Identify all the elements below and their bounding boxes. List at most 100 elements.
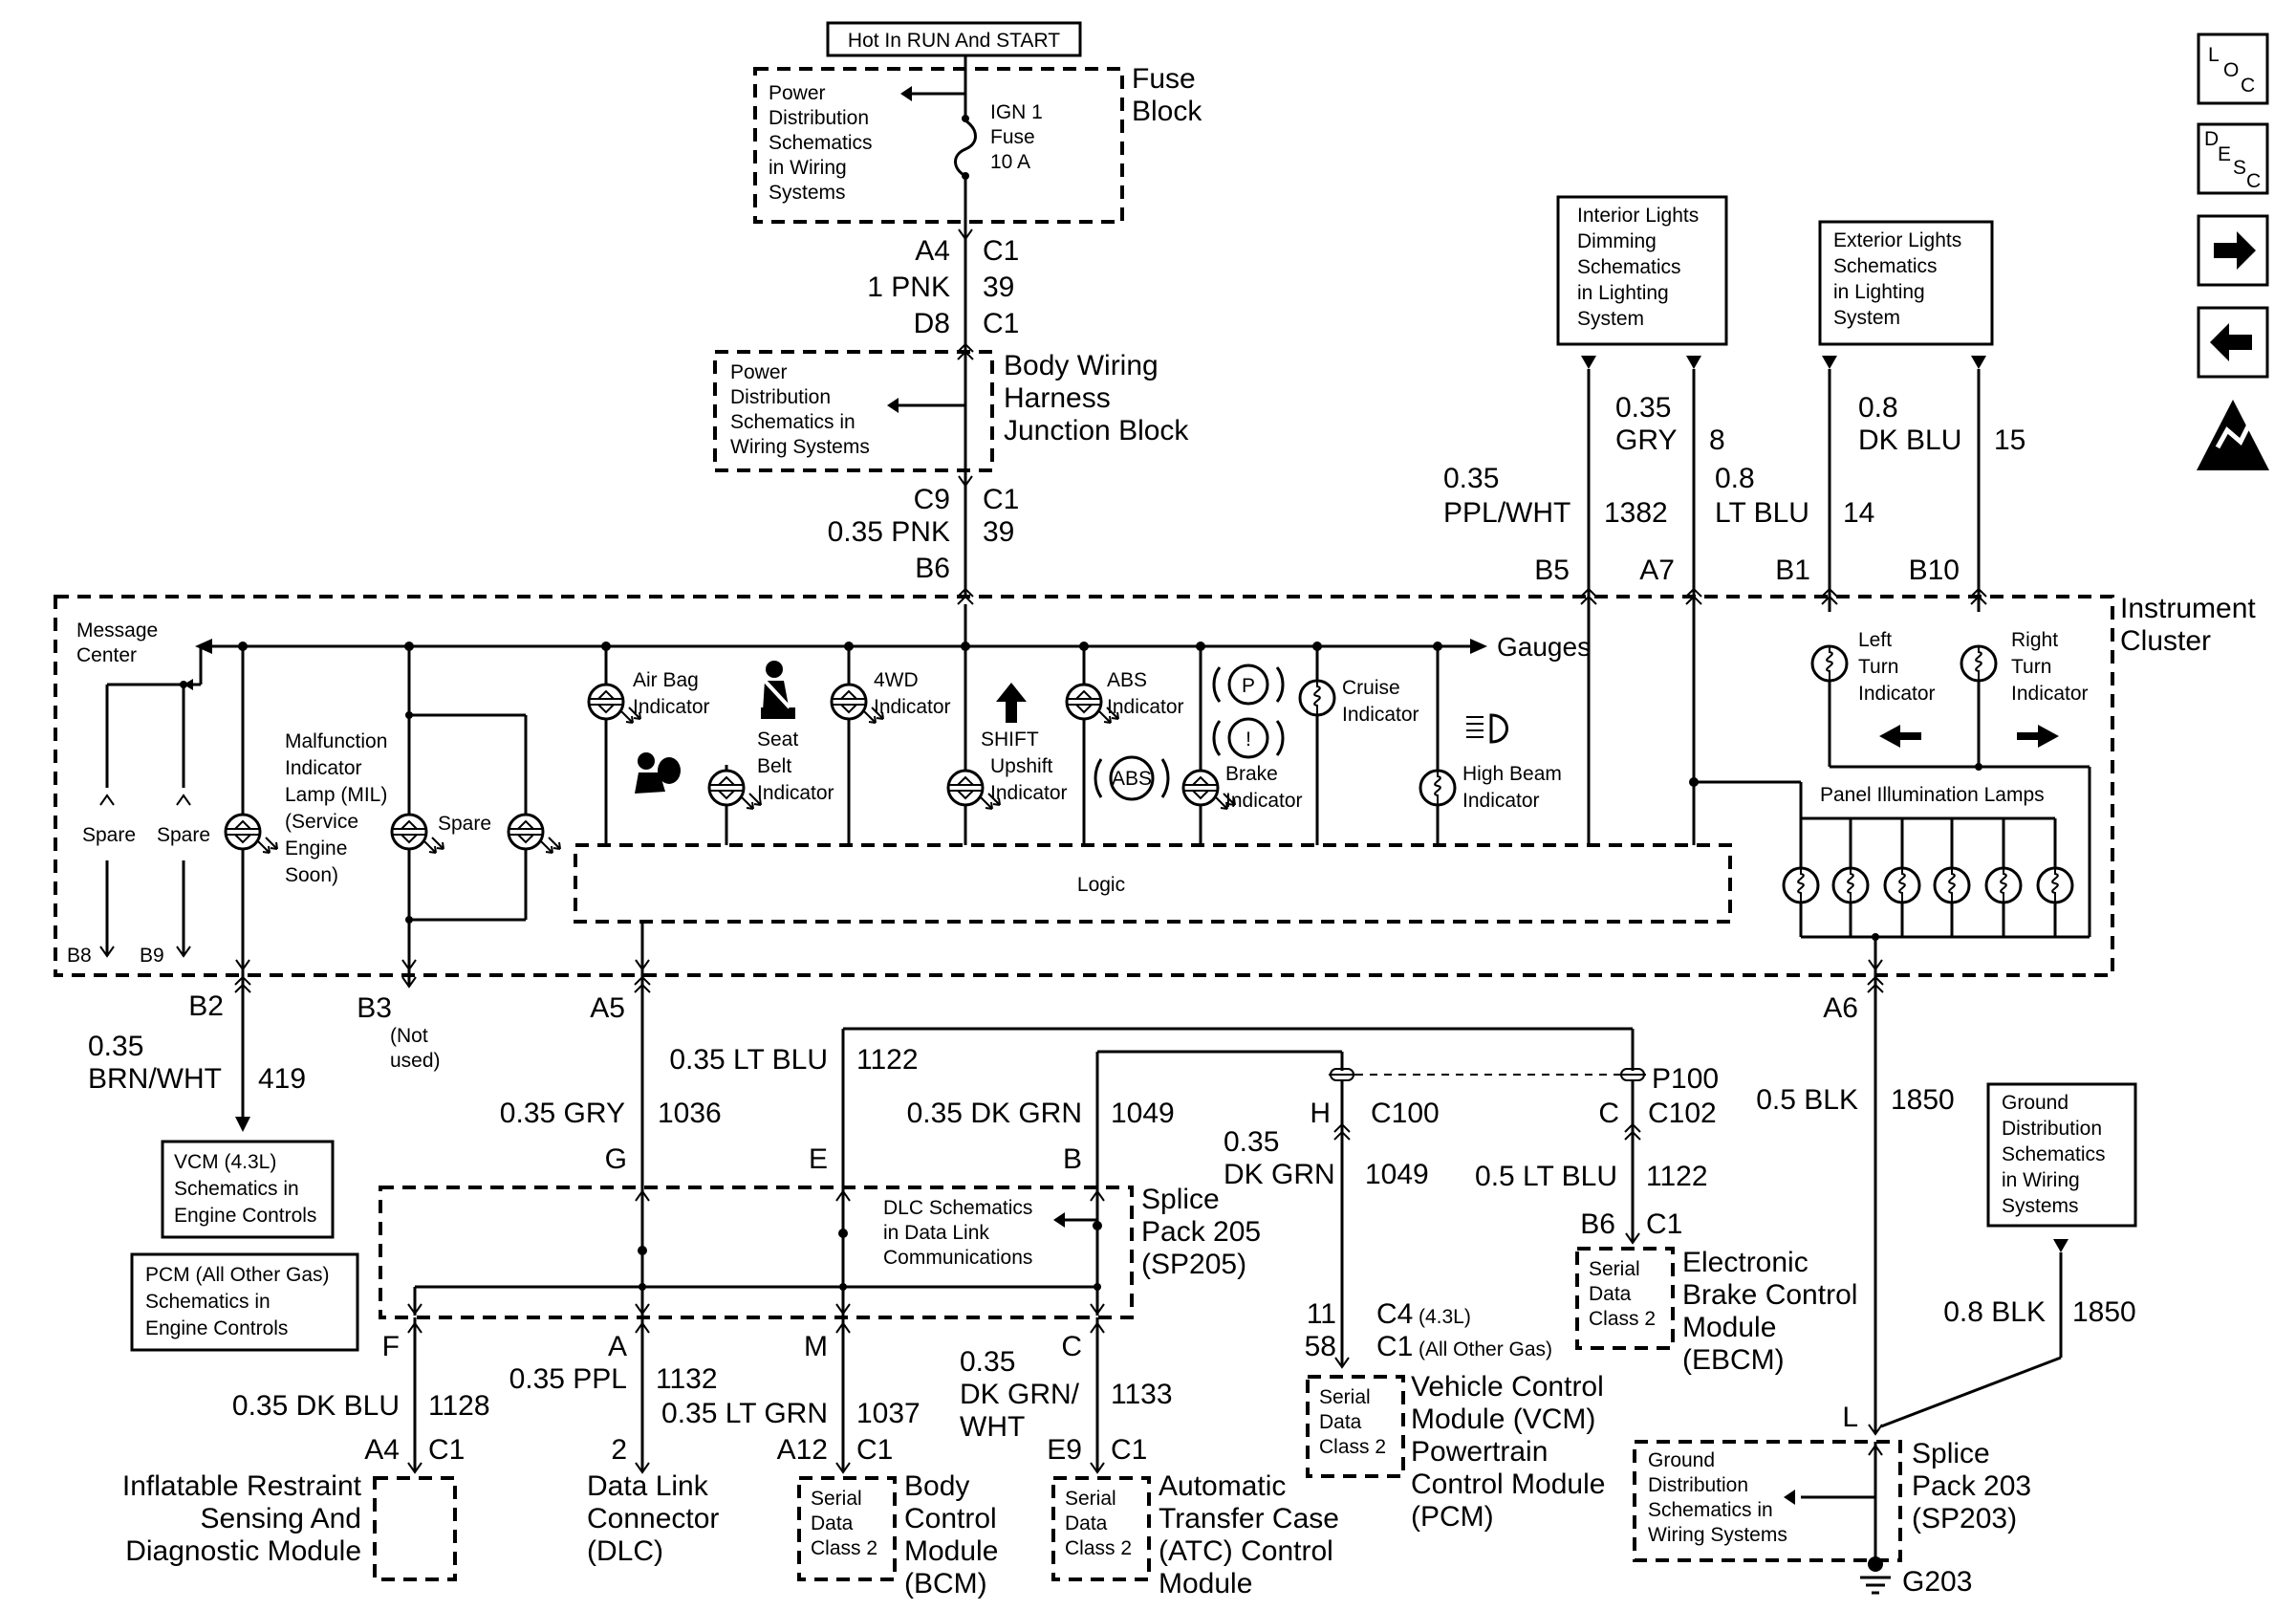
air-bag-icon [635, 752, 681, 794]
pin-b1: B1 [1775, 555, 1810, 586]
a6-gauge-color: 0.5 BLK [1756, 1084, 1858, 1116]
c102-pin-c: C [1598, 1098, 1619, 1129]
fuse-ref-3: Schematics [769, 132, 873, 154]
a-circuit: 1132 [656, 1363, 718, 1395]
desc-icon[interactable]: D E S C [2197, 122, 2269, 195]
4wd-label-1: 4WD [874, 669, 919, 691]
fuse-label-1: IGN 1 [990, 101, 1043, 123]
shift-label-2: Upshift [990, 755, 1053, 777]
bcm-title-4: (BCM) [904, 1568, 987, 1599]
spare-1: Spare [82, 824, 136, 846]
fuse-ref-5: Systems [769, 182, 846, 204]
m-gauge-color: 0.35 LT GRN [661, 1398, 828, 1429]
sp205-pin-g: G [605, 1143, 627, 1175]
fuse-ref-2: Distribution [769, 107, 869, 129]
seat-belt-label-1: Seat [757, 729, 798, 751]
junction-title-1: Body Wiring [1004, 350, 1159, 381]
sp205-pin-m: M [804, 1331, 828, 1362]
g203-label: G203 [1902, 1566, 1972, 1598]
svg-text:O: O [2223, 59, 2239, 81]
int-ref-3: Schematics [1577, 256, 1681, 278]
gnd-ref-top-5: Systems [2002, 1195, 2079, 1217]
shift-label-3: Indicator [990, 782, 1068, 804]
pcm-conn-c1-note: (All Other Gas) [1419, 1338, 1552, 1360]
vcm-serial-box [1306, 1375, 1405, 1478]
next-page-icon[interactable] [2197, 214, 2269, 287]
sp205-pin-b: B [1063, 1143, 1082, 1175]
b5-color: PPL/WHT [1443, 497, 1570, 529]
sp205-ref-2: in Data Link [883, 1222, 989, 1244]
brake-label-2: Indicator [1225, 790, 1303, 812]
vcm-pin-11: 11 [1307, 1298, 1336, 1330]
b2-gauge: 0.35 [88, 1031, 143, 1062]
pcm-ref-1: PCM (All Other Gas) [145, 1264, 330, 1286]
c-color-2: WHT [960, 1411, 1025, 1443]
a7-color: GRY [1615, 424, 1677, 456]
seat-belt-icon [761, 661, 795, 719]
ebcm-serial-1: Serial [1589, 1258, 1640, 1280]
m-circuit: 1037 [856, 1398, 921, 1429]
a-gauge-color: 0.35 PPL [509, 1363, 627, 1395]
e-gauge-color: 0.35 LT BLU [669, 1044, 828, 1076]
c-circuit: 1133 [1111, 1379, 1173, 1410]
spare-lamp [507, 813, 562, 855]
b10-gauge: 0.8 [1858, 392, 1898, 424]
c100-pin-h: H [1310, 1098, 1331, 1129]
dlc-title-2: Connector [587, 1503, 719, 1534]
ebcm-conn-b6: B6 [1580, 1208, 1615, 1240]
abs-symbol-icon: ABS [1094, 755, 1170, 801]
mil-label-3: Lamp (MIL) [285, 784, 387, 806]
atc-title-3: (ATC) Control [1159, 1535, 1333, 1567]
vcm-ref-box [161, 1140, 335, 1239]
b1-circuit: 14 [1843, 497, 1874, 529]
b10-circuit: 15 [1994, 424, 2025, 456]
vcm-wire-circuit: 1049 [1365, 1159, 1429, 1190]
a7-circuit: 8 [1709, 424, 1725, 456]
brake-warning-symbol-icon: ! [1212, 717, 1285, 759]
gnd-ref-top-2: Distribution [2002, 1118, 2102, 1140]
c-conn-e9: E9 [1047, 1434, 1082, 1466]
pin-b6: B6 [915, 553, 950, 584]
jb-ref-1: Power [730, 361, 788, 383]
c-conn-c1: C1 [1111, 1434, 1147, 1466]
b2-color: BRN/WHT [88, 1063, 222, 1095]
svg-text:D: D [2204, 128, 2219, 150]
interior-dimming-ref-box [1556, 195, 1728, 346]
bcm-serial-box [797, 1476, 897, 1581]
bcm-title-3: Module [904, 1535, 998, 1567]
ebcm-serial-2: Data [1589, 1283, 1632, 1305]
sp205-title-2: Pack 205 [1141, 1216, 1261, 1248]
mil-label-1: Malfunction [285, 730, 387, 752]
ext-ref-4: System [1833, 307, 1900, 329]
right-turn-label-2: Turn [2011, 656, 2051, 678]
ebcm-title-3: Module [1682, 1312, 1776, 1343]
wire-39b-label: 39 [983, 516, 1014, 548]
wire-1pnk-label: 1 PNK [867, 272, 950, 303]
seat-belt-label-3: Indicator [757, 782, 834, 804]
b2-circuit: 419 [258, 1063, 306, 1095]
a5-gauge-color: 0.35 GRY [500, 1098, 625, 1129]
sp205-pin-c: C [1061, 1331, 1082, 1362]
exterior-lights-ref-box [1818, 220, 1994, 346]
int-ref-2: Dimming [1577, 230, 1657, 252]
vcm-title-2: Module (VCM) [1411, 1403, 1595, 1435]
dlc-title-1: Data Link [587, 1470, 709, 1502]
sdm-title-2: Sensing And [201, 1503, 361, 1534]
mil-label-4: (Service [285, 811, 358, 833]
fuse-block-title-2: Block [1132, 96, 1202, 127]
seat-belt-lamp [707, 769, 763, 811]
f-circuit: 1128 [428, 1390, 490, 1422]
panel-lamps-label: Panel Illumination Lamps [1820, 784, 2045, 806]
jb-ref-3: Schematics in [730, 411, 856, 433]
sp205-pin-f: F [382, 1331, 400, 1362]
jb-ref-2: Distribution [730, 386, 831, 408]
b3-note-2: used) [390, 1050, 441, 1072]
vcm-serial-1: Serial [1319, 1386, 1371, 1408]
logic-label: Logic [1077, 874, 1125, 896]
cluster-title-1: Instrument [2120, 593, 2256, 624]
sp205-pin-e: E [809, 1143, 828, 1175]
prev-page-icon[interactable] [2197, 306, 2269, 379]
loc-icon[interactable]: L O C [2197, 33, 2269, 105]
dlc-title-3: (DLC) [587, 1535, 663, 1567]
int-ref-5: System [1577, 308, 1644, 330]
